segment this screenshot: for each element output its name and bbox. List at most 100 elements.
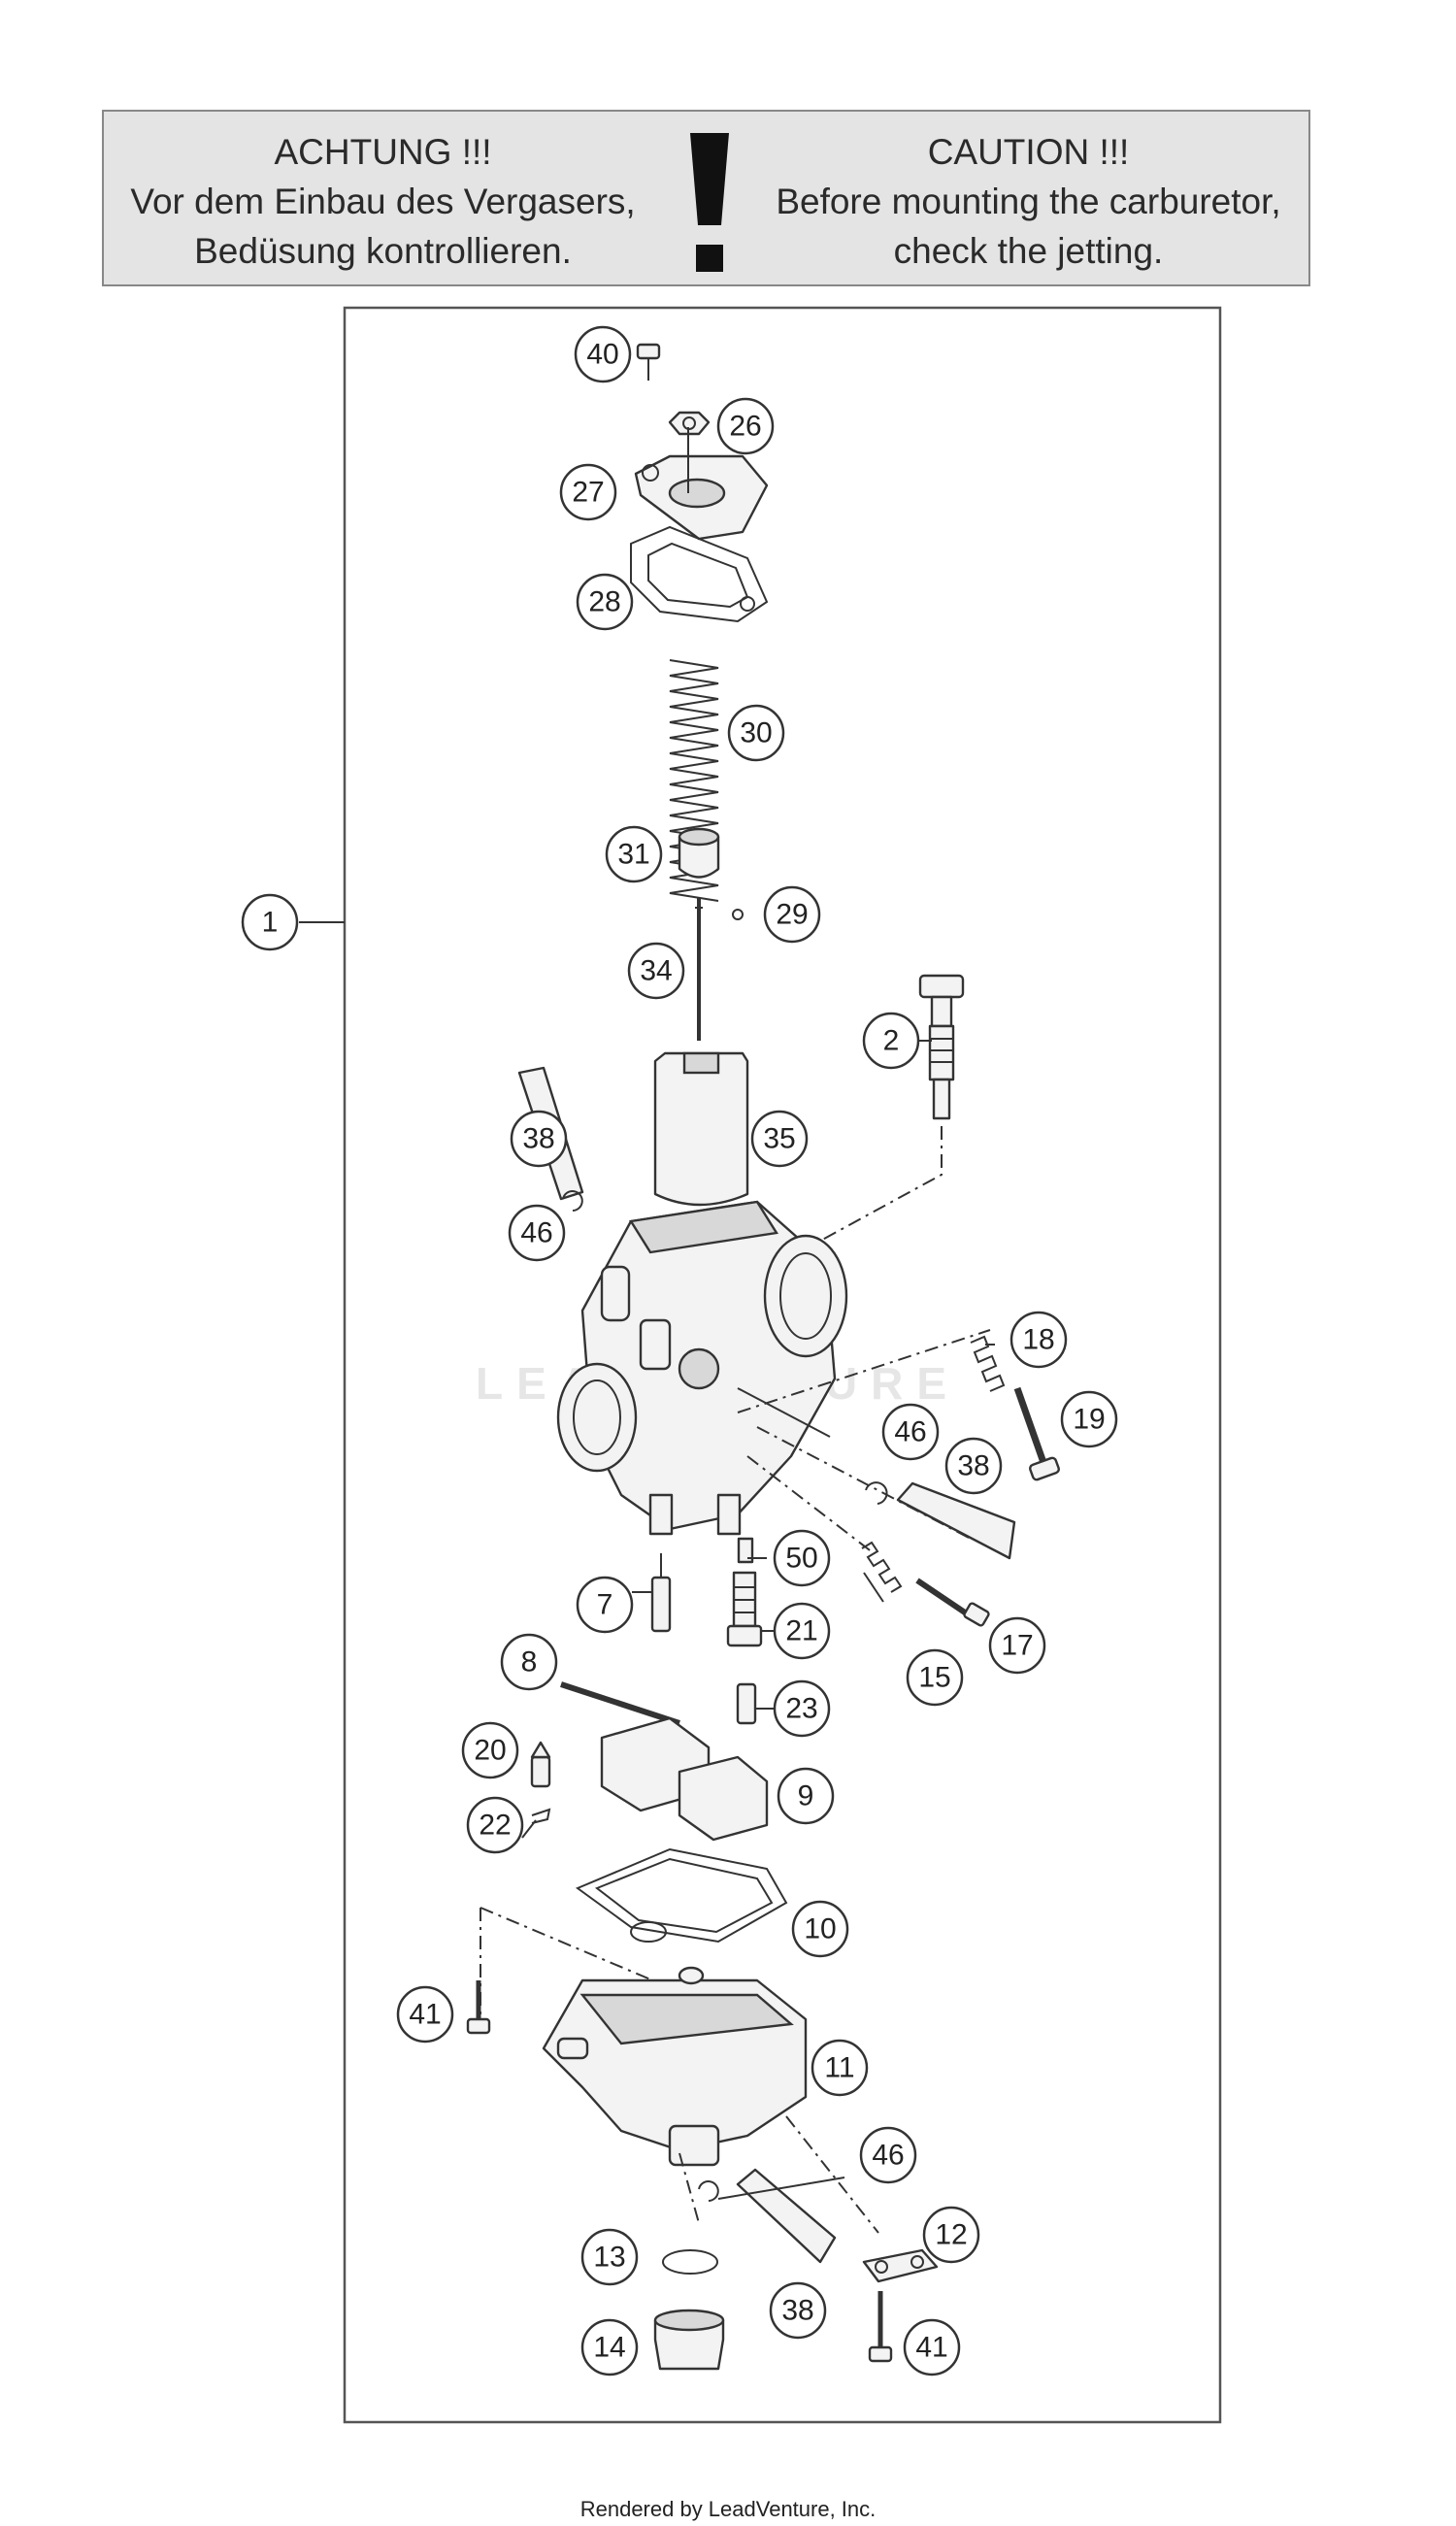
svg-text:19: 19 [1073, 1404, 1105, 1436]
callout-2: 2 [862, 1012, 920, 1070]
warning-english: CAUTION !!! Before mounting the carburet… [749, 127, 1307, 276]
svg-text:29: 29 [776, 899, 808, 931]
callout-10: 10 [791, 1900, 849, 1958]
callout-7: 7 [576, 1576, 634, 1634]
warning-german: ACHTUNG !!! Vor dem Einbau des Vergasers… [104, 127, 662, 276]
circlip-part-46-mid [865, 1481, 888, 1505]
spring-part-30 [669, 659, 719, 902]
svg-text:35: 35 [763, 1123, 795, 1155]
warning-en-title: CAUTION !!! [927, 132, 1130, 172]
callout-21: 21 [773, 1602, 831, 1660]
callout-13: 13 [580, 2228, 639, 2286]
callout-41-lower: 41 [903, 2318, 961, 2376]
retainer-part-31 [678, 827, 720, 879]
clip-part-22 [531, 1808, 551, 1824]
jet-part-50 [737, 1537, 754, 1564]
carburetor-body [556, 1200, 848, 1536]
svg-text:14: 14 [593, 2332, 625, 2364]
warning-de-line1: Vor dem Einbau des Vergasers, [130, 182, 636, 221]
screw-part-41-upper [466, 1980, 491, 2035]
bracket-part-12 [862, 2248, 939, 2283]
callout-27: 27 [559, 463, 617, 521]
svg-text:13: 13 [593, 2242, 625, 2274]
slide-part-35 [653, 1051, 749, 1207]
cap-part-27 [634, 454, 769, 541]
svg-text:38: 38 [957, 1450, 989, 1482]
gasket-part-28 [630, 525, 769, 623]
callout-38-mid: 38 [944, 1437, 1003, 1495]
svg-text:9: 9 [798, 1780, 814, 1812]
svg-text:41: 41 [409, 1999, 441, 2031]
warning-en-line1: Before mounting the carburetor, [776, 182, 1281, 221]
svg-text:7: 7 [597, 1589, 613, 1621]
callout-41-upper: 41 [396, 1985, 454, 2044]
svg-text:34: 34 [640, 955, 672, 987]
callout-12: 12 [922, 2206, 980, 2264]
needle-valve-part-20 [530, 1741, 551, 1788]
hose-part-38-mid [896, 1481, 1016, 1560]
screw-part-40 [636, 343, 661, 381]
callout-11: 11 [811, 2039, 869, 2097]
callout-17: 17 [988, 1616, 1046, 1675]
warning-de-line2: Bedüsung kontrollieren. [194, 231, 572, 271]
callout-20: 20 [461, 1721, 519, 1779]
screw-part-19 [1013, 1386, 1060, 1481]
float-part-9 [600, 1716, 769, 1842]
callout-38-lower: 38 [769, 2281, 827, 2340]
svg-text:11: 11 [824, 2052, 854, 2084]
pin-part-8 [560, 1681, 680, 1726]
callout-35: 35 [750, 1110, 809, 1168]
clip-part-29 [732, 909, 744, 920]
warning-banner: ACHTUNG !!! Vor dem Einbau des Vergasers… [102, 110, 1310, 286]
callout-1: 1 [241, 893, 299, 951]
svg-text:38: 38 [781, 2295, 813, 2327]
svg-text:20: 20 [474, 1735, 506, 1767]
svg-text:50: 50 [785, 1543, 817, 1575]
callout-23: 23 [773, 1679, 831, 1738]
svg-text:38: 38 [522, 1123, 554, 1155]
credit-footer: Rendered by LeadVenture, Inc. [579, 2497, 877, 2521]
callout-29: 29 [763, 885, 821, 944]
callout-28: 28 [576, 573, 634, 631]
warning-de-title: ACHTUNG !!! [274, 132, 492, 172]
callout-26: 26 [716, 397, 775, 455]
exclamation-icon [690, 133, 729, 272]
svg-text:46: 46 [872, 2140, 904, 2172]
svg-text:46: 46 [894, 1416, 926, 1448]
screw-part-17 [915, 1578, 990, 1627]
svg-text:10: 10 [804, 1913, 836, 1945]
callout-8: 8 [500, 1633, 558, 1691]
screw-part-2 [918, 974, 965, 1120]
spring-part-15 [861, 1541, 903, 1593]
svg-text:15: 15 [918, 1662, 950, 1694]
float-bowl-part-11 [542, 1966, 808, 2167]
svg-text:27: 27 [572, 477, 604, 509]
callout-46-mid: 46 [881, 1403, 940, 1461]
callout-15: 15 [906, 1648, 964, 1707]
svg-text:17: 17 [1001, 1630, 1033, 1662]
callout-18: 18 [1009, 1311, 1068, 1369]
callout-46-upper: 46 [508, 1204, 566, 1262]
callout-19: 19 [1060, 1390, 1118, 1448]
callout-22: 22 [466, 1796, 524, 1854]
jet-part-21 [726, 1571, 763, 1647]
circlip-part-46-lower [698, 2180, 719, 2202]
callout-50: 50 [773, 1529, 831, 1587]
assembly-frame [343, 306, 1222, 2424]
hose-part-38-lower [736, 2168, 837, 2264]
svg-text:23: 23 [785, 1693, 817, 1725]
svg-text:2: 2 [883, 1025, 900, 1057]
svg-text:30: 30 [740, 717, 772, 749]
screw-part-41-lower [868, 2291, 893, 2363]
callout-46-lower: 46 [859, 2126, 917, 2184]
callout-30: 30 [727, 704, 785, 762]
svg-text:28: 28 [588, 586, 620, 618]
callout-38-upper: 38 [510, 1110, 568, 1168]
needle-part-34 [695, 898, 703, 1041]
gasket-part-10 [575, 1847, 788, 1944]
callout-14: 14 [580, 2318, 639, 2376]
svg-text:1: 1 [262, 907, 279, 939]
svg-text:22: 22 [479, 1810, 511, 1842]
svg-text:41: 41 [915, 2332, 947, 2364]
